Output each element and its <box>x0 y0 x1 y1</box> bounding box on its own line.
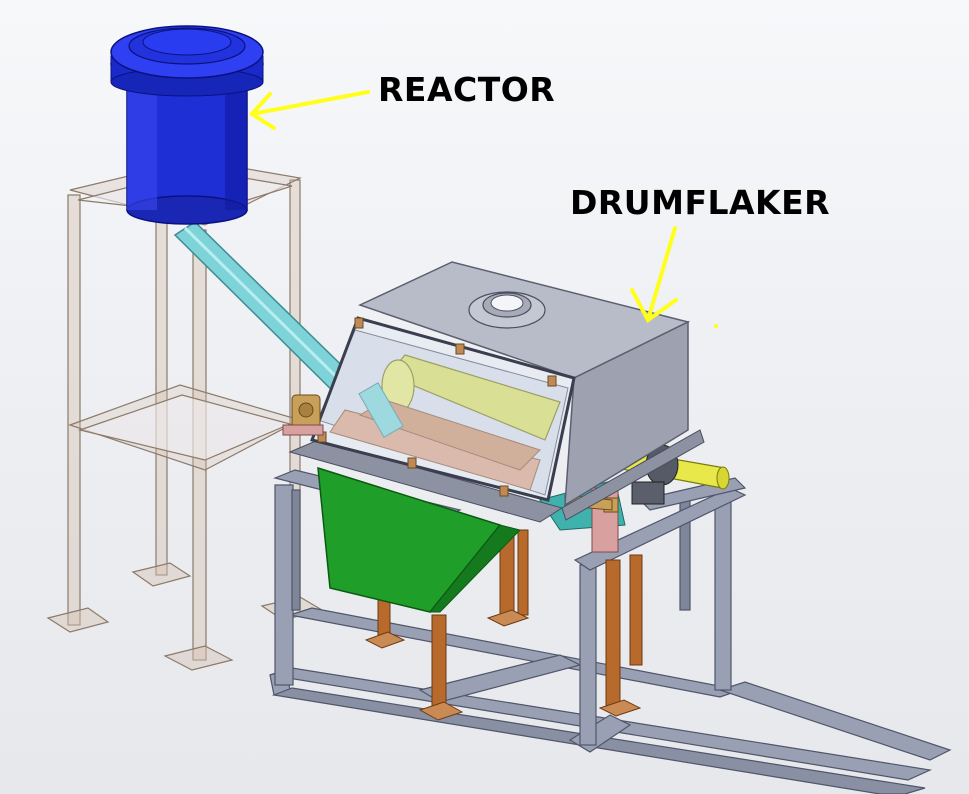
discharge-hopper <box>317 466 521 613</box>
drumflaker-label: DRUMFLAKER <box>570 183 831 222</box>
support-legs <box>364 529 643 721</box>
drumflaker-arrow <box>630 226 678 323</box>
hood-window <box>310 316 576 502</box>
reactor-vessel <box>110 25 264 225</box>
reactor-arrow <box>248 90 370 130</box>
flaker-drum <box>317 329 569 496</box>
stray-mark <box>714 324 718 328</box>
reactor-label: REACTOR <box>378 70 556 109</box>
flaker-hood <box>288 261 705 523</box>
left-bearing <box>282 394 324 436</box>
